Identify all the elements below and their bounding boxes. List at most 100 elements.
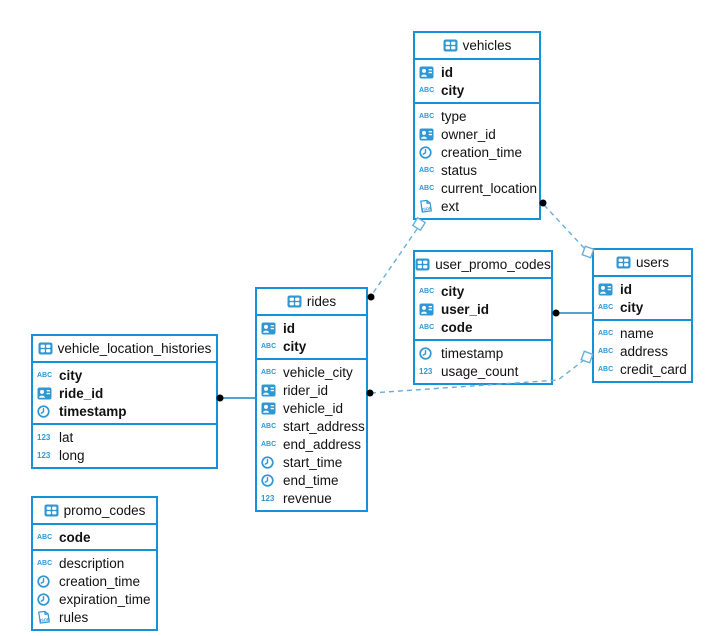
column-name: creation_time [441, 144, 523, 160]
column-name: city [441, 82, 465, 98]
id-badge-icon [419, 66, 437, 79]
column-row-start_time[interactable]: start_time [257, 453, 366, 471]
id-badge-icon [261, 402, 279, 415]
abc-text-icon: ABC [261, 342, 277, 350]
column-name: address [620, 343, 669, 359]
column-row-city[interactable]: ABC city [594, 298, 691, 316]
column-row-vehicle_id[interactable]: vehicle_id [257, 399, 366, 417]
column-name: description [59, 555, 125, 571]
column-row-id[interactable]: id [594, 280, 691, 298]
table-name: vehicles [462, 38, 512, 53]
123-number-icon: 123 [37, 450, 51, 460]
table-header-promo_codes[interactable]: promo_codes [33, 498, 156, 525]
column-row-timestamp[interactable]: timestamp [33, 402, 216, 420]
column-name: revenue [283, 490, 332, 506]
relation-user_promo_codes-users [552, 309, 592, 317]
column-row-ride_id[interactable]: ride_id [33, 384, 216, 402]
table-name: users [635, 255, 669, 270]
column-name: city [59, 367, 83, 383]
column-name: status [441, 162, 478, 178]
column-row-rider_id[interactable]: rider_id [257, 381, 366, 399]
clock-icon [37, 574, 55, 588]
column-row-id[interactable]: id [257, 319, 366, 337]
clock-icon [37, 404, 55, 418]
id-badge-icon [419, 303, 437, 316]
column-name: city [283, 338, 307, 354]
column-row-end_time[interactable]: end_time [257, 471, 366, 489]
column-name: rules [59, 609, 89, 625]
table-header-users[interactable]: users [594, 250, 691, 277]
column-row-city[interactable]: ABC city [257, 337, 366, 355]
clock-icon [261, 455, 279, 469]
table-grid-icon [443, 39, 458, 52]
table-grid-icon [38, 342, 53, 355]
column-row-status[interactable]: ABC status [415, 161, 539, 179]
column-row-city[interactable]: ABC city [415, 81, 539, 99]
123-number-icon: 123 [419, 366, 433, 376]
table-grid-icon [616, 256, 631, 269]
table-header-vehicles[interactable]: vehicles [415, 33, 539, 60]
abc-text-icon: ABC [598, 365, 614, 373]
json-document-icon: JSON [37, 610, 55, 624]
clock-icon [261, 473, 279, 487]
column-name: timestamp [59, 403, 127, 419]
column-name: end_time [283, 472, 339, 488]
id-badge-icon [261, 384, 279, 397]
table-grid-icon [287, 295, 302, 308]
column-row-user_id[interactable]: user_id [415, 300, 551, 318]
abc-text-icon: ABC [598, 303, 614, 311]
table-header-rides[interactable]: rides [257, 289, 366, 316]
column-name: type [441, 108, 467, 124]
column-row-creation_time[interactable]: creation_time [33, 572, 156, 590]
abc-text-icon: ABC [419, 323, 435, 331]
clock-icon [419, 346, 437, 360]
column-name: vehicle_id [283, 400, 344, 416]
table-header-user_promo_codes[interactable]: user_promo_codes [415, 252, 551, 279]
column-row-id[interactable]: id [415, 63, 539, 81]
column-row-owner_id[interactable]: owner_id [415, 125, 539, 143]
column-row-creation_time[interactable]: creation_time [415, 143, 539, 161]
column-row-timestamp[interactable]: timestamp [415, 344, 551, 362]
column-name: city [620, 299, 644, 315]
column-row-rules[interactable]: JSON rules [33, 608, 156, 626]
table-name: rides [306, 294, 337, 309]
table-header-vehicle_location_histories[interactable]: vehicle_location_histories [33, 336, 216, 363]
abc-text-icon: ABC [419, 86, 435, 94]
column-name: owner_id [441, 126, 496, 142]
column-name: creation_time [59, 573, 141, 589]
column-row-expiration_time[interactable]: expiration_time [33, 590, 156, 608]
relation-vehicle_location_histories-rides [216, 394, 255, 402]
abc-text-icon: ABC [419, 166, 435, 174]
